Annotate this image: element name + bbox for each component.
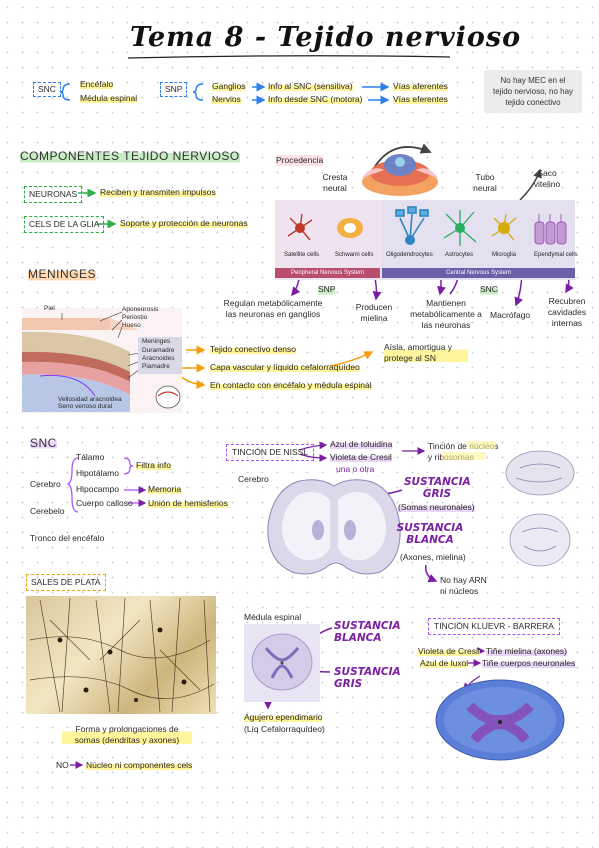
- producen-text: Producen mielina: [355, 302, 393, 323]
- snc-item-cuerpo-calloso: Cuerpo calloso: [76, 498, 133, 508]
- cell-label-microglia: Microglia: [492, 252, 517, 258]
- saco-vitelino-label: Saco vitelino: [533, 168, 561, 189]
- plata-label: SALES DE PLATA: [26, 574, 106, 591]
- vias-aferentes: Vías aferentes: [393, 81, 448, 92]
- plata-forma: Forma y prolongaciones de somas (dendrit…: [62, 724, 192, 746]
- componentes-heading: COMPONENTES TEJIDO NERVIOSO: [20, 149, 240, 163]
- nissl-sustancia-gris: SUSTANCIA GRIS: [404, 476, 471, 500]
- medula-label: Médula espinal: [244, 612, 302, 622]
- snc-tag: SNC: [480, 284, 498, 295]
- cell-label-ependymal: Ependymal cells: [534, 252, 578, 258]
- cell-label-schwann: Schwann cells: [335, 252, 374, 258]
- nissl-gris-sub: (Somas neuronales): [398, 502, 475, 513]
- aisla-text: Aísla, amortigua y protege al SN: [384, 342, 468, 364]
- snc-label: SNC: [33, 82, 61, 97]
- cerebro-label: Cerebro: [30, 479, 61, 489]
- cell-label-astrocytes: Astrocytes: [445, 252, 474, 258]
- cell-label-satellite: Satellite cells: [284, 252, 320, 258]
- nissl-no-arn: No hay ARN ni núcleos: [440, 575, 487, 596]
- nissl-violeta: Violeta de Cresil: [330, 452, 392, 463]
- men-label-seno: Seno venoso dural: [58, 403, 113, 410]
- medula-liq: (Líq Cefalorraquídeo): [244, 724, 325, 734]
- snp-info-sensitiva: Info al SNC (sensitiva): [268, 81, 353, 92]
- snp-label: SNP: [160, 82, 188, 97]
- medula-agujero: Agujero ependimario: [244, 712, 323, 723]
- mantienen-text: Mantienen metabólicamente a las neuronas: [410, 298, 482, 330]
- arac-desc: Capa vascular y líquido cefalorraquídeo: [210, 362, 360, 373]
- cerebelo-label: Cerebelo: [30, 506, 65, 516]
- medula-sustancia-gris: SUSTANCIA GRIS: [334, 666, 401, 690]
- plata-nucleo: Núcleo ni componentes cels: [86, 760, 193, 771]
- snc-item-hipotalamo: Hipotálamo: [76, 468, 119, 478]
- glia-label: CELS DE LA GLIA: [24, 216, 105, 233]
- tubo-neural-label: Tubo neural: [473, 172, 497, 193]
- plata-no: NO: [56, 760, 69, 770]
- kluver-azul-desc: Tiñe cuerpos neuronales: [482, 658, 576, 669]
- men-label-meninges: Meninges: [142, 338, 171, 345]
- men-label-piamadre: Piamadre: [142, 363, 170, 370]
- nissl-cerebro-label: Cerebro: [238, 474, 269, 484]
- snp-info-motora: Info desde SNC (motora): [268, 94, 363, 105]
- note-box: No hay MEC en el tejido nervioso, no hay…: [484, 70, 582, 113]
- snp-tag: SNP: [318, 284, 336, 295]
- kluver-label: TINCIÓN KLUEVR - BARRERA: [428, 618, 560, 635]
- men-label-aponeurosis: Aponeurosis: [122, 306, 159, 313]
- kluver-azul: Azul de luxol: [420, 658, 469, 669]
- pia-desc: En contacto con encéfalo y médula espina…: [210, 380, 372, 391]
- nissl-una-otra: una o otra: [336, 464, 375, 474]
- snp-item-nervios: Nervios: [212, 94, 241, 105]
- dura-desc: Tejido conectivo denso: [210, 344, 297, 355]
- meninges-heading: MENINGES: [28, 267, 97, 281]
- men-label-duramadre: Duramadre: [142, 347, 175, 354]
- kluver-violeta: Violeta de Cresil: [418, 646, 480, 657]
- cresta-neural-label: Cresta neural: [322, 172, 348, 193]
- men-label-vellosidad: Vellosidad aracnoidea: [58, 396, 122, 403]
- glia-desc: Soporte y protección de neuronas: [120, 218, 248, 229]
- regulan-text: Regulan metabólicamente las neuronas en …: [223, 298, 323, 319]
- procedencia-label: Procedencia: [276, 155, 324, 166]
- snc-heading: SNC: [30, 436, 57, 450]
- snc-item-talamo: Tálamo: [76, 452, 105, 462]
- vias-eferentes: Vías eferentes: [393, 94, 448, 105]
- nissl-azul: Azul de toluidina: [330, 439, 393, 450]
- men-label-aracnoides: Aracnoides: [142, 355, 175, 362]
- filtra-info: Filtra info: [136, 460, 171, 471]
- men-label-hueso: Hueso: [122, 322, 141, 329]
- memoria-text: Memoria: [148, 484, 182, 495]
- snc-item-encefalo: Encéfalo: [80, 79, 114, 90]
- nissl-blanca-sub: (Axones, mielina): [400, 552, 466, 562]
- pns-bar: Peripheral Nervous System: [275, 268, 380, 278]
- page-title: Tema 8 - Tejido nervioso: [130, 22, 522, 53]
- cell-label-oligodendrocytes: Oligodendrocytes: [386, 252, 433, 258]
- nissl-sustancia-blanca: SUSTANCIA BLANCA: [396, 522, 464, 546]
- medula-sustancia-blanca: SUSTANCIA BLANCA: [334, 620, 401, 644]
- kluver-violeta-desc: Tiñe mielina (axones): [486, 646, 567, 657]
- neuronas-desc: Reciben y transmiten impulsos: [100, 187, 216, 198]
- macrofago-text: Macrófago: [490, 310, 531, 320]
- snp-item-ganglios: Ganglios: [212, 81, 246, 92]
- men-label-piel: Piel: [44, 305, 55, 312]
- snc-item-hipocampo: Hipocampo: [76, 484, 119, 494]
- recubren-text: Recubren cavidades internas: [547, 296, 587, 328]
- tronco-label: Tronco del encéfalo: [30, 533, 105, 543]
- nissl-label: TINCIÓN DE NISSL: [226, 444, 315, 461]
- cns-bar: Central Nervous System: [382, 268, 575, 278]
- snc-item-medula: Médula espinal: [80, 93, 138, 104]
- union-text: Unión de hemisferios: [148, 498, 228, 509]
- neuronas-label: NEURONAS: [24, 186, 83, 203]
- silver-stain-image: [26, 596, 216, 714]
- men-label-periostio: Periostio: [122, 314, 148, 321]
